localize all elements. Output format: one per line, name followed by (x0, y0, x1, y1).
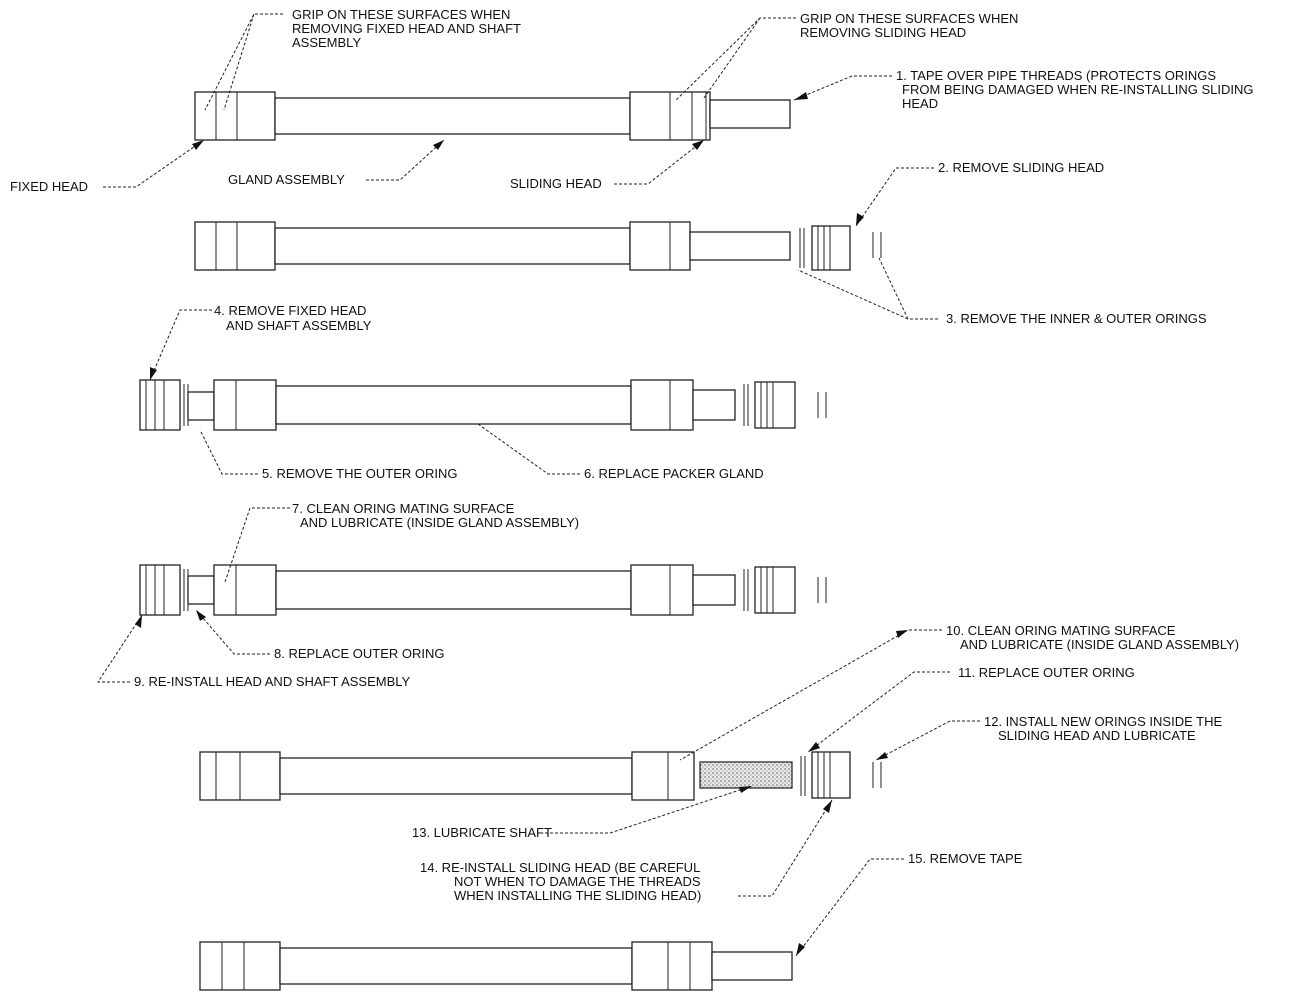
lubricated-shaft (699, 761, 793, 789)
step8-label: 8. REPLACE OUTER ORING (274, 646, 444, 661)
gland-assembly-tube (274, 97, 631, 135)
removed-fixed-head (139, 379, 181, 431)
step4-line1: 4. REMOVE FIXED HEAD (214, 303, 366, 318)
step10-line2: AND LUBRICATE (INSIDE GLAND ASSEMBLY) (960, 637, 1239, 652)
grip-sliding-line2: REMOVING SLIDING HEAD (800, 25, 966, 40)
fixed-head-label: FIXED HEAD (10, 179, 88, 194)
step1-line2: FROM BEING DAMAGED WHEN RE-INSTALLING SL… (902, 82, 1254, 97)
assembly-1 (194, 91, 791, 141)
sliding-head-label: SLIDING HEAD (510, 176, 602, 191)
assembly-3 (139, 379, 827, 431)
shaft-thread (709, 99, 791, 129)
grip-fixed-line3: ASSEMBLY (292, 35, 361, 50)
step15-label: 15. REMOVE TAPE (908, 851, 1023, 866)
step3-label: 3. REMOVE THE INNER & OUTER ORINGS (946, 311, 1207, 326)
exposed-shaft (689, 231, 791, 261)
step12-line1: 12. INSTALL NEW ORINGS INSIDE THE (984, 714, 1222, 729)
grip-fixed-line1: GRIP ON THESE SURFACES WHEN (292, 7, 510, 22)
assembly-2 (194, 221, 882, 271)
assembly-4 (139, 564, 827, 616)
step1-line1: 1. TAPE OVER PIPE THREADS (PROTECTS ORIN… (896, 68, 1216, 83)
step6-label: 6. REPLACE PACKER GLAND (584, 466, 764, 481)
step14-line3: WHEN INSTALLING THE SLIDING HEAD) (454, 888, 701, 903)
step7-line2: AND LUBRICATE (INSIDE GLAND ASSEMBLY) (300, 515, 579, 530)
grip-sliding-line1: GRIP ON THESE SURFACES WHEN (800, 11, 1018, 26)
assembly-5 (199, 751, 882, 801)
leader-lines (97, 13, 980, 957)
step7-line1: 7. CLEAN ORING MATING SURFACE (292, 501, 515, 516)
gland-assembly-label: GLAND ASSEMBLY (228, 172, 345, 187)
labels: GRIP ON THESE SURFACES WHEN REMOVING FIX… (10, 7, 1254, 903)
step1-line3: HEAD (902, 96, 938, 111)
step12-line2: SLIDING HEAD AND LUBRICATE (998, 728, 1196, 743)
step9-label: 9. RE-INSTALL HEAD AND SHAFT ASSEMBLY (134, 674, 411, 689)
step11-label: 11. REPLACE OUTER ORING (958, 665, 1135, 680)
assembly-6 (199, 941, 793, 991)
step14-line2: NOT WHEN TO DAMAGE THE THREADS (454, 874, 701, 889)
step13-label: 13. LUBRICATE SHAFT (412, 825, 552, 840)
fixed-head (194, 91, 276, 141)
grip-fixed-line2: REMOVING FIXED HEAD AND SHAFT (292, 21, 521, 36)
step5-label: 5. REMOVE THE OUTER ORING (262, 466, 458, 481)
step4-line2: AND SHAFT ASSEMBLY (226, 318, 372, 333)
step2-label: 2. REMOVE SLIDING HEAD (938, 160, 1104, 175)
step14-line1: 14. RE-INSTALL SLIDING HEAD (BE CAREFUL (420, 860, 700, 875)
step10-line1: 10. CLEAN ORING MATING SURFACE (946, 623, 1176, 638)
